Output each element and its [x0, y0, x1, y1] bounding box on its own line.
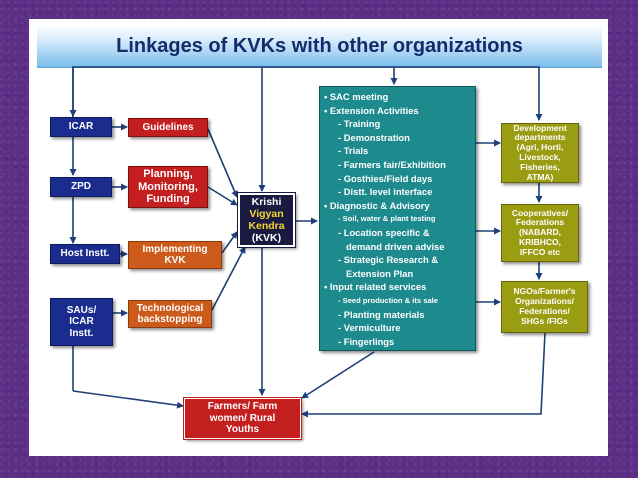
icar-box: ICAR — [50, 117, 112, 137]
saus-box: SAUs/ ICAR Instt. — [50, 298, 113, 346]
development-label-line: (Agri, Horti, — [516, 142, 564, 153]
activity-item: • Diagnostic & Advisory — [324, 199, 430, 211]
ngos-label-line: Organizations/ — [514, 296, 575, 307]
farmers-box: Farmers/ Farm women/ Rural Youths — [183, 397, 302, 440]
activity-item: - Fingerlings — [338, 335, 395, 347]
ngos-label-line: SHGs /FIGs — [521, 315, 568, 326]
farmers-label-line: Farmers/ Farm — [207, 401, 278, 413]
activity-item: - Demonstration — [338, 131, 410, 143]
cooperatives-box: Cooperatives/ Federations (NABARD, KRIBH… — [501, 204, 579, 262]
zpd-box: ZPD — [50, 177, 112, 197]
implementing-label-line: Implementing — [142, 243, 208, 255]
development-label-line: Fisheries, — [520, 161, 560, 172]
zpd-label: ZPD — [71, 181, 91, 193]
farmers-label-line: women/ Rural — [209, 412, 276, 424]
connector-arrows — [69, 66, 546, 418]
title-bar: Linkages of KVKs with other organization… — [37, 25, 602, 68]
host-institute-box: Host Instt. — [50, 244, 120, 264]
activities-farmers-arrow — [301, 351, 375, 399]
implementing-box: Implementing KVK — [128, 241, 222, 269]
tech-kvk-arrow — [211, 246, 246, 311]
activity-item: - Planting materials — [338, 308, 425, 320]
activity-item: • Extension Activities — [324, 104, 419, 116]
guidelines-label: Guidelines — [142, 121, 194, 133]
cooperatives-label-line: KRIBHCO, — [518, 236, 562, 247]
kvk-box: Krishi Vigyan Kendra (KVK) — [237, 192, 296, 248]
technological-label-line: backstopping — [137, 314, 203, 325]
technological-box: Technological backstopping — [128, 300, 212, 328]
farmers-label-line: Youths — [225, 424, 260, 436]
development-label-line: Development — [513, 122, 567, 133]
activity-item: - Location specific & — [338, 226, 430, 238]
cooperatives-label-line: IFFCO etc — [519, 246, 561, 257]
activity-item: - Vermiculture — [338, 322, 401, 334]
technological-label-line: Technological — [136, 302, 204, 314]
activity-item: Extension Plan — [346, 267, 414, 279]
activity-item: • SAC meeting — [324, 91, 389, 102]
guidelines-box: Guidelines — [128, 118, 208, 137]
activity-item: - Farmers fair/Exhibition — [338, 158, 446, 170]
planning-kvk-arrow — [207, 186, 238, 206]
activity-item: - Gosthies/Field days — [338, 172, 433, 184]
icar-label: ICAR — [68, 121, 94, 133]
diagram-panel: Linkages of KVKs with other organization… — [29, 19, 608, 456]
activities-list: • SAC meeting • Extension Activities - Tra… — [324, 90, 471, 348]
kvk-label-line: Kendra — [248, 220, 285, 232]
activity-item: - Trials — [338, 145, 369, 157]
planning-label-line: Planning, — [143, 168, 193, 181]
host-institute-label: Host Instt. — [60, 248, 110, 260]
development-label-line: Livestock, — [519, 152, 561, 162]
diagram-title: Linkages of KVKs with other organization… — [116, 34, 523, 57]
kvk-label-line: Krishi — [251, 195, 282, 208]
kvk-label-line: Vigyan — [249, 207, 284, 220]
planning-label-line: Monitoring, — [138, 180, 198, 193]
development-label-line: ATMA) — [526, 171, 554, 182]
cooperatives-label-line: Cooperatives/ — [511, 207, 569, 218]
saus-label-line: Instt. — [69, 327, 94, 339]
activity-item: • Input related services — [324, 281, 427, 293]
cooperatives-label-line: (NABARD, — [518, 227, 562, 238]
guidelines-kvk-arrow — [207, 128, 238, 198]
development-label-line: departments — [514, 132, 566, 143]
implementing-kvk-arrow — [221, 231, 238, 254]
activity-item: - Soil, water & plant testing — [338, 214, 436, 224]
activities-box: • SAC meeting • Extension Activities - Tra… — [319, 86, 476, 351]
activity-item: demand driven advise — [346, 240, 445, 252]
saus-label-line: ICAR — [69, 316, 94, 328]
ngos-label-line: NGOs/Farmer's — [513, 286, 576, 297]
ngo-farmers-arrow — [301, 332, 546, 418]
activity-item: - Training — [338, 118, 381, 130]
development-box: Development departments (Agri, Horti, Li… — [501, 123, 579, 183]
implementing-label-line: KVK — [164, 255, 186, 266]
kvk-label-line: (KVK) — [251, 232, 282, 245]
planning-box: Planning, Monitoring, Funding — [128, 166, 208, 208]
ngos-box: NGOs/Farmer's Organizations/ Federations… — [501, 281, 588, 333]
saus-label-line: SAUs/ — [66, 304, 97, 316]
cooperatives-label-line: Federations — [515, 217, 565, 228]
activity-item: - Strategic Research & — [338, 254, 439, 266]
activity-item: - Distt. level interface — [338, 186, 433, 198]
planning-label-line: Funding — [146, 193, 190, 206]
activity-item: - Seed production & its sale — [338, 295, 439, 305]
ngos-label-line: Federations/ — [519, 306, 570, 316]
saus-farmers-arrow — [72, 390, 184, 409]
